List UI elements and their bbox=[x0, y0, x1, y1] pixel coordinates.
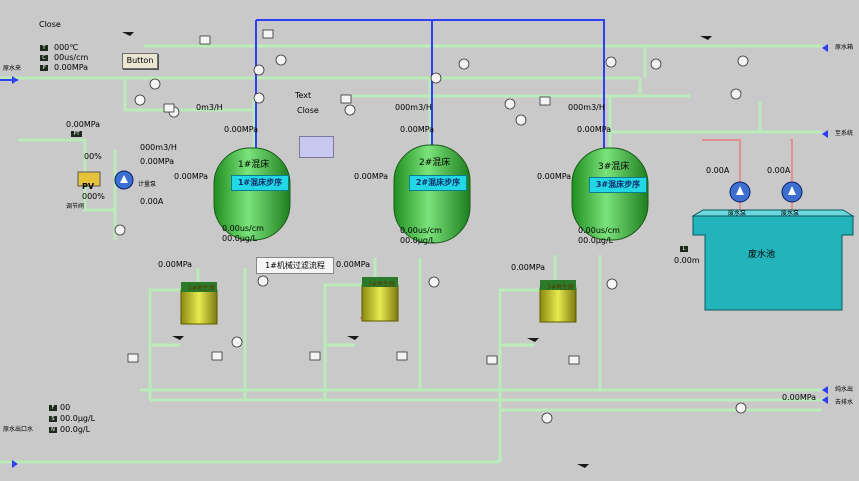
regenerator-3-label: 3#再生器 bbox=[547, 284, 574, 291]
tank-2-outlet-pressure: 0.00MPa bbox=[336, 260, 371, 269]
tank-2-cond: 0.00us/cm bbox=[400, 226, 442, 235]
left-flow: 000m3/H bbox=[140, 143, 177, 152]
cond-value: 00us/cm bbox=[54, 53, 89, 62]
left-current: 0.00A bbox=[140, 197, 164, 206]
pipes bbox=[0, 44, 822, 464]
left-pct1: 00% bbox=[84, 152, 102, 161]
tank-2-side-pressure: 0.00MPa bbox=[354, 172, 389, 181]
tank-1-side-pressure: 0.00MPa bbox=[174, 172, 209, 181]
right-mid-label: 至系统 bbox=[835, 130, 854, 137]
tank-3-step-button[interactable]: 3#混床步序 bbox=[589, 177, 647, 193]
bottom-left-outlet-label: 原水出口水 bbox=[3, 426, 34, 433]
bottom-tag-3: N bbox=[49, 427, 57, 433]
blue-pipes bbox=[0, 19, 605, 150]
tank-3-cond: 0.00us/cm bbox=[578, 226, 620, 235]
temp-value: 000℃ bbox=[54, 43, 79, 52]
button[interactable]: Button bbox=[122, 53, 158, 69]
tank-3-pressure: 0.00MPa bbox=[577, 125, 612, 134]
pump-2-current: 0.00A bbox=[767, 166, 791, 175]
tank-3 bbox=[571, 147, 649, 241]
text-label: Text bbox=[295, 91, 312, 100]
pure-out-label: 纯水出 bbox=[835, 386, 854, 393]
flow-title: 1#机械过滤流程 bbox=[256, 257, 334, 274]
pump-1-label: 废水泵 bbox=[728, 210, 747, 217]
tank-3-outlet-pressure: 0.00MPa bbox=[511, 263, 546, 272]
bottom-value-1: 00 bbox=[60, 403, 71, 412]
tank-1 bbox=[213, 147, 291, 241]
manual-valves bbox=[122, 32, 712, 468]
pressure-tag: P bbox=[40, 65, 48, 71]
pumps bbox=[114, 170, 803, 203]
tank-1-pressure: 0.00MPa bbox=[224, 125, 259, 134]
tank-2-pressure: 0.00MPa bbox=[400, 125, 435, 134]
pump-2-label: 废水泵 bbox=[781, 210, 800, 217]
bottom-value-3: 00.0g/L bbox=[60, 425, 91, 434]
pool-label: 废水池 bbox=[748, 250, 776, 260]
tank-3-flow: 000m3/H bbox=[568, 103, 605, 112]
cond-tag: C bbox=[40, 55, 48, 61]
tank-2 bbox=[393, 144, 471, 244]
close-label-2[interactable]: Close bbox=[297, 106, 319, 115]
level-tag: L bbox=[680, 246, 688, 252]
pressure-value: 0.00MPa bbox=[54, 63, 89, 72]
tank-1-cond: 0.00us/cm bbox=[222, 224, 264, 233]
drain-out-label: 去排水 bbox=[835, 399, 854, 406]
tank-2-conc: 00.0μg/L bbox=[400, 236, 436, 245]
pool-level: 0.00m bbox=[674, 256, 700, 265]
tank-2-title: 2#混床 bbox=[419, 158, 451, 168]
tank-2-step-button[interactable]: 2#混床步序 bbox=[409, 175, 467, 191]
bottom-tag-2: S bbox=[49, 416, 57, 422]
left-pressure-tag: PT bbox=[71, 131, 82, 137]
tank-2-flow: 000m3/H bbox=[395, 103, 432, 112]
raw-water-inlet-label: 原水来 bbox=[3, 65, 22, 72]
bottom-tag-1: F bbox=[49, 405, 57, 411]
tank-3-conc: 00.0μg/L bbox=[578, 236, 614, 245]
bottom-value-2: 00.0μg/L bbox=[60, 414, 96, 423]
tank-1-flow: 0m3/H bbox=[196, 103, 223, 112]
pv-label[interactable]: PV bbox=[82, 182, 95, 191]
top-right-inlet-label: 原水箱 bbox=[835, 44, 854, 51]
close-text[interactable]: Close bbox=[39, 20, 61, 29]
valve-label: 调节阀 bbox=[66, 203, 85, 210]
regenerator-1-label: 1#再生器 bbox=[188, 285, 215, 292]
left-pressure-top: 0.00MPa bbox=[66, 120, 101, 129]
tank-1-outlet-pressure: 0.00MPa bbox=[158, 260, 193, 269]
right-low-pressure: 0.00MPa bbox=[782, 393, 817, 402]
left-pct2: 000% bbox=[82, 192, 105, 201]
display-panel bbox=[299, 136, 334, 158]
temp-tag: T bbox=[40, 45, 48, 51]
regenerators bbox=[180, 277, 577, 325]
left-pressure: 0.00MPa bbox=[140, 157, 175, 166]
pump-1-current: 0.00A bbox=[706, 166, 730, 175]
waste-pool bbox=[691, 209, 855, 311]
tank-1-title: 1#混床 bbox=[238, 160, 270, 170]
metering-pump-label: 计量泵 bbox=[138, 181, 157, 188]
tank-3-side-pressure: 0.00MPa bbox=[537, 172, 572, 181]
tank-3-title: 3#混床 bbox=[598, 162, 630, 172]
tank-1-step-button[interactable]: 1#混床步序 bbox=[231, 175, 289, 191]
tank-1-conc: 00.0μg/L bbox=[222, 234, 258, 243]
regenerator-2-label: 2#再生器 bbox=[368, 281, 395, 288]
valves bbox=[114, 54, 749, 424]
